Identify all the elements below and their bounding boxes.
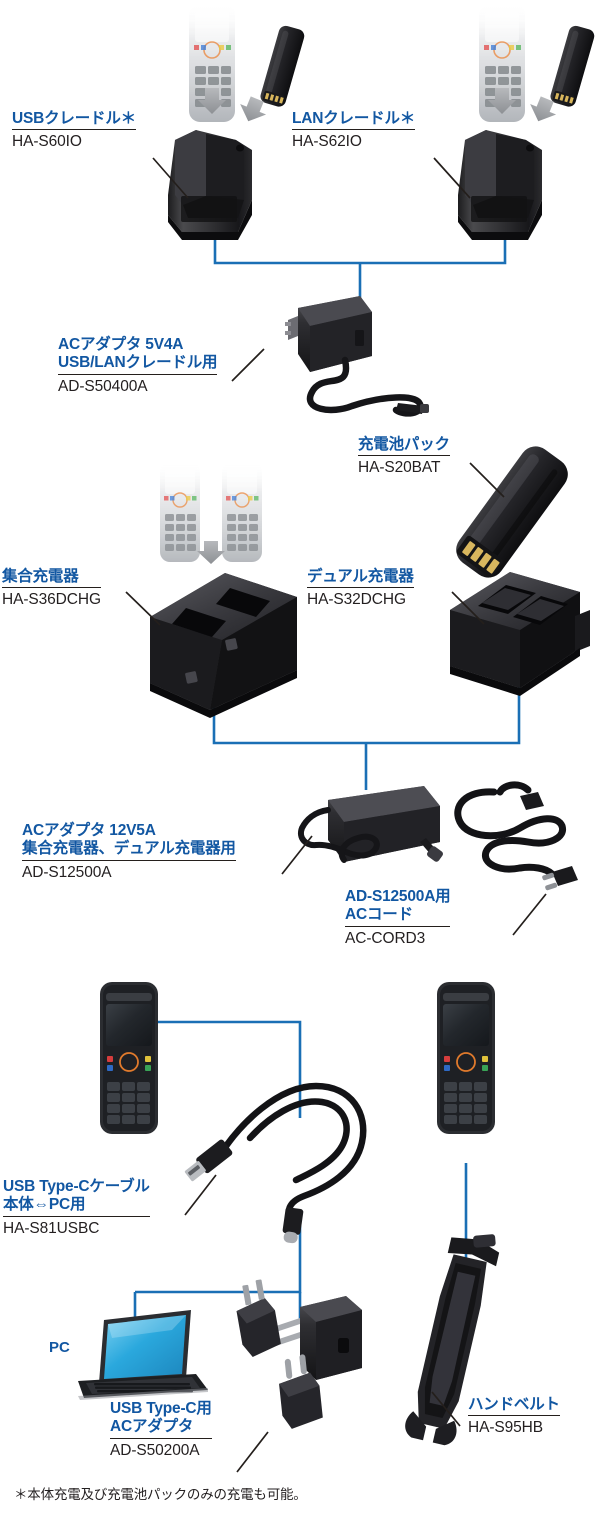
callout-title-line-2: 本体⇔PC用	[3, 1196, 86, 1214]
callout-title-line-2: ACコード	[345, 906, 413, 924]
lan-cradle-photo	[458, 130, 542, 240]
callout-title-line-2: ACアダプタ	[110, 1418, 194, 1436]
callout-rule	[345, 925, 451, 927]
callout-ac-adapter-12v5a: ACアダプタ 12V5A 集合充電器、デュアル充電器用 AD-S12500A	[22, 822, 236, 882]
callout-title: USBクレードル＊	[12, 110, 136, 127]
callout-title-line-1: ACアダプタ 5V4A	[58, 336, 184, 353]
callout-code: HA-S95HB	[468, 1419, 544, 1437]
callout-usb-type-c-cable: USB Type-Cケーブル 本体⇔PC用 HA-S81USBC	[3, 1178, 150, 1238]
ac-adapter-5v4a-photo	[285, 296, 429, 417]
callout-code: AD-S50400A	[58, 377, 148, 395]
handheld-terminal-ghost-3	[160, 462, 200, 562]
leader-lines	[125, 157, 547, 1473]
callout-hand-belt: ハンドベルト HA-S95HB	[468, 1396, 560, 1438]
terminal-right-photo	[437, 982, 495, 1134]
callout-code: HA-S60IO	[12, 133, 82, 151]
callout-rule	[2, 587, 101, 589]
callout-code: AD-S12500A	[22, 863, 112, 881]
callout-code: AC-CORD3	[345, 929, 426, 947]
callout-rule	[12, 129, 136, 131]
handheld-terminal-ghost-1	[189, 4, 235, 122]
usb-cradle-photo	[168, 130, 252, 240]
insert-arrow-icon	[488, 88, 516, 114]
insert-arrow-icon	[240, 96, 267, 122]
callout-battery-pack: 充電池パック HA-S20BAT	[358, 436, 450, 478]
callout-title-line-2: 集合充電器、デュアル充電器用	[22, 840, 236, 858]
battery-pack-small-1	[260, 25, 305, 107]
callout-title-line-1: USB Type-Cケーブル	[3, 1178, 150, 1195]
footnote: ＊本体充電及び充電池パックのみの充電も可能。	[14, 1487, 307, 1502]
callout-code: HA-S81USBC	[3, 1219, 100, 1237]
callout-usb-type-c-ac-adapter: USB Type-C用 ACアダプタ AD-S50200A	[110, 1400, 212, 1460]
callout-title: ハンドベルト	[468, 1396, 560, 1413]
callout-code: HA-S32DCHG	[307, 591, 406, 609]
callout-lan-cradle: LANクレードル＊ HA-S62IO	[292, 110, 415, 152]
usb-c-cable-photo	[184, 1082, 367, 1244]
callout-code: AD-S50200A	[110, 1441, 200, 1459]
callout-code: HA-S36DCHG	[2, 591, 101, 609]
callout-rule	[292, 129, 416, 131]
insert-arrow-icon	[198, 88, 226, 114]
callout-title-line-1: AD-S12500A用	[345, 888, 451, 905]
callout-ac-cord: AD-S12500A用 ACコード AC-CORD3	[345, 888, 451, 948]
callout-rule	[110, 1437, 212, 1439]
multi-charger-photo	[150, 573, 297, 718]
callout-usb-cradle: USBクレードル＊ HA-S60IO	[12, 110, 136, 152]
callout-title: 充電池パック	[358, 436, 450, 453]
callout-rule	[58, 373, 218, 375]
usb-c-ac-adapter-photo	[236, 1279, 362, 1429]
callout-title: 集合充電器	[2, 568, 79, 585]
callout-title-line-1: USB Type-C用	[110, 1400, 212, 1417]
ac-adapter-12v5a-photo	[298, 786, 443, 863]
laptop-photo	[78, 1310, 208, 1400]
hand-belt-photo	[405, 1234, 500, 1446]
battery-pack-small-2	[550, 25, 595, 107]
handheld-terminal-ghost-2	[479, 4, 525, 122]
callout-dual-charger: デュアル充電器 HA-S32DCHG	[307, 568, 414, 610]
callout-ac-adapter-5v4a: ACアダプタ 5V4A USB/LANクレードル用 AD-S50400A	[58, 336, 217, 396]
callout-rule	[307, 587, 414, 589]
handheld-terminal-ghost-4	[222, 462, 262, 562]
pc-label: PC	[49, 1339, 70, 1356]
callout-rule	[3, 1215, 150, 1217]
callout-code: HA-S62IO	[292, 133, 362, 151]
callout-title-line-1: ACアダプタ 12V5A	[22, 822, 156, 839]
callout-rule	[22, 859, 236, 861]
insert-arrow-icon	[197, 541, 225, 564]
callout-code: HA-S20BAT	[358, 459, 441, 477]
callout-title-line-2: USB/LANクレードル用	[58, 354, 218, 372]
ac-cord-photo	[454, 781, 578, 891]
insert-arrow-icon	[530, 96, 557, 122]
battery-pack-large-photo	[456, 446, 568, 578]
callout-title: デュアル充電器	[307, 568, 414, 585]
terminal-left-photo	[100, 982, 158, 1134]
callout-multi-charger: 集合充電器 HA-S36DCHG	[2, 568, 101, 610]
callout-rule	[358, 455, 450, 457]
callout-rule	[468, 1415, 560, 1417]
dual-charger-photo	[450, 572, 590, 696]
callout-title: LANクレードル＊	[292, 110, 416, 127]
